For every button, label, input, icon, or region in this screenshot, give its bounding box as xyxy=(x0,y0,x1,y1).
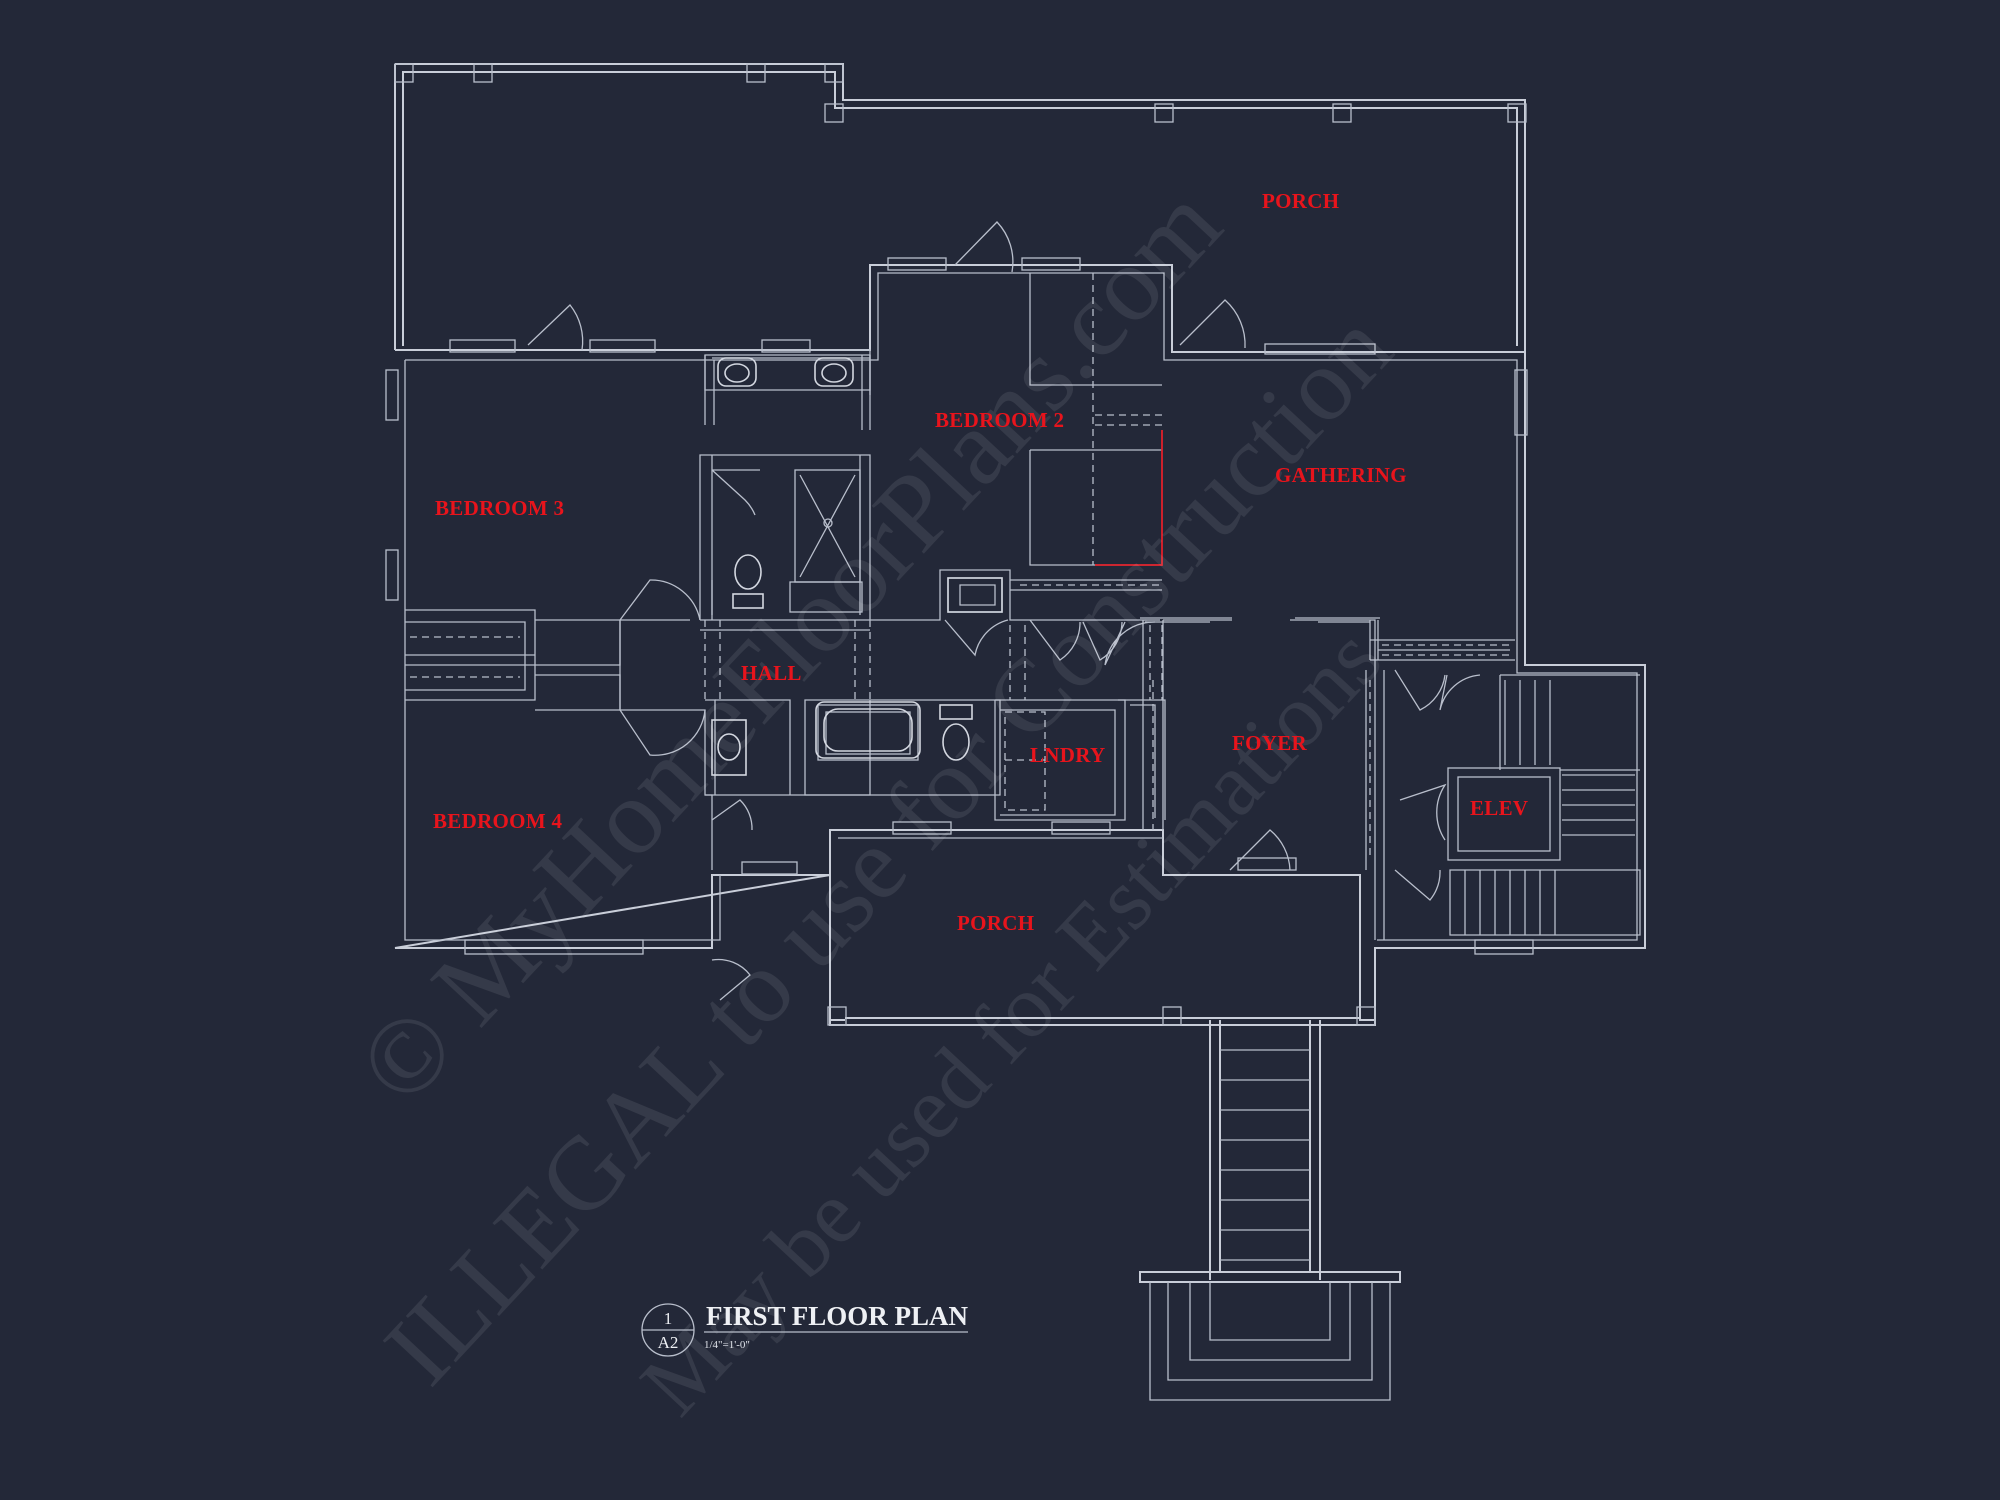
drawing-scale: 1/4"=1'-0" xyxy=(704,1339,750,1351)
fixtures xyxy=(711,357,1003,776)
porch-post xyxy=(1507,103,1527,123)
sheet-number: A2 xyxy=(658,1333,679,1352)
bedroom-2-closet-highlight xyxy=(1095,430,1163,566)
toilet-tank xyxy=(939,704,973,720)
label-laundry: LNDRY xyxy=(1030,743,1105,767)
bathtub xyxy=(815,701,921,759)
sink xyxy=(717,733,741,761)
porch-post xyxy=(1154,103,1174,123)
sink xyxy=(947,577,1003,613)
windows xyxy=(385,257,1534,955)
porch-post xyxy=(1332,103,1352,123)
porch-post xyxy=(827,1006,847,1026)
sink xyxy=(711,719,747,776)
rear-porch-outline xyxy=(394,63,1526,352)
porch-post xyxy=(824,63,844,83)
label-foyer: FOYER xyxy=(1232,731,1308,755)
front-porch-outline xyxy=(829,830,1376,1026)
interior-walls xyxy=(405,273,1641,940)
house-outline xyxy=(394,264,1646,1021)
front-stair xyxy=(1139,1020,1401,1401)
porch-post xyxy=(394,63,414,83)
sink xyxy=(814,357,854,387)
porch-post xyxy=(1162,1006,1182,1026)
label-bedroom-4: BEDROOM 4 xyxy=(433,809,562,833)
bathtub-inner xyxy=(823,708,913,752)
label-hall: HALL xyxy=(741,661,802,685)
label-porch-front: PORCH xyxy=(957,911,1034,935)
porch-post xyxy=(746,63,766,83)
porch-post xyxy=(1356,1006,1376,1026)
watermark: © MyHomeFloorPlans.com ILLEGAL to use fo… xyxy=(336,165,1414,1434)
label-elevator: ELEV xyxy=(1470,796,1528,820)
toilet-tank xyxy=(732,593,764,609)
sink xyxy=(821,363,847,383)
sink xyxy=(724,363,750,383)
drawing-title: FIRST FLOOR PLAN xyxy=(706,1301,969,1331)
doors xyxy=(527,221,1481,1001)
walls xyxy=(385,63,1646,1026)
title-block: 1 A2 FIRST FLOOR PLAN 1/4"=1'-0" xyxy=(641,1301,969,1357)
label-bedroom-3: BEDROOM 3 xyxy=(435,496,564,520)
label-porch-rear: PORCH xyxy=(1262,189,1339,213)
porch-post xyxy=(473,63,493,83)
label-gathering: GATHERING xyxy=(1275,463,1407,487)
room-labels: PORCH BEDROOM 2 GATHERING BEDROOM 3 HALL… xyxy=(433,189,1528,935)
toilet xyxy=(734,554,762,590)
sink xyxy=(717,357,757,387)
porch-post xyxy=(824,103,844,123)
label-bedroom-2: BEDROOM 2 xyxy=(935,408,1064,432)
detail-number: 1 xyxy=(664,1309,673,1328)
toilet xyxy=(942,723,970,761)
